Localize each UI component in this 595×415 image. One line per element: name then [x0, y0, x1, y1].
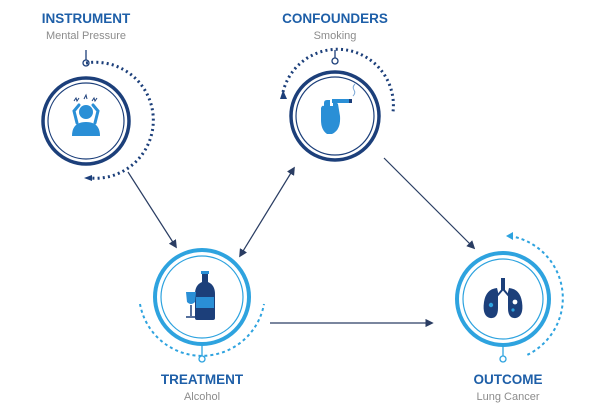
- outcome-knob: [499, 355, 507, 363]
- instrument-dotted-arc: [85, 60, 155, 180]
- outcome-inner-ring: [462, 258, 544, 340]
- treatment-dashed-arc: [139, 303, 265, 357]
- node-confounders: CONFOUNDERS Smoking: [280, 11, 395, 162]
- instrument-inner-ring: [47, 82, 125, 160]
- edges: [127, 157, 476, 328]
- edge-instrument-to-treatment: [127, 171, 177, 249]
- confounders-title: CONFOUNDERS: [282, 11, 388, 26]
- edge-confounders-to-outcome: [383, 157, 476, 250]
- outcome-arc-arrow: [506, 232, 513, 240]
- instrument-arc-arrow: [84, 175, 92, 181]
- confounders-knob: [331, 57, 339, 65]
- wine-bottle-glass-icon: [186, 271, 215, 320]
- outcome-title: OUTCOME: [474, 372, 543, 387]
- node-treatment: TREATMENT Alcohol: [139, 248, 265, 403]
- confounders-dotted-arc: [281, 47, 395, 113]
- treatment-title: TREATMENT: [161, 372, 244, 387]
- instrument-subtitle: Mental Pressure: [46, 30, 126, 42]
- confounders-arc-arrow: [280, 90, 287, 99]
- stressed-person-icon: [72, 93, 100, 136]
- instrument-title: INSTRUMENT: [42, 11, 131, 26]
- treatment-knob: [198, 355, 206, 363]
- edge-confounders-treatment-bidirectional: [239, 166, 295, 258]
- lungs-icon: [483, 278, 523, 319]
- node-outcome: OUTCOME Lung Cancer: [455, 232, 564, 403]
- hand-cigarette-icon: [321, 83, 356, 134]
- outcome-subtitle: Lung Cancer: [477, 391, 540, 403]
- node-instrument: INSTRUMENT Mental Pressure: [41, 11, 155, 181]
- outcome-dashed-arc: [509, 235, 564, 356]
- treatment-subtitle: Alcohol: [184, 391, 220, 403]
- confounders-subtitle: Smoking: [314, 30, 357, 42]
